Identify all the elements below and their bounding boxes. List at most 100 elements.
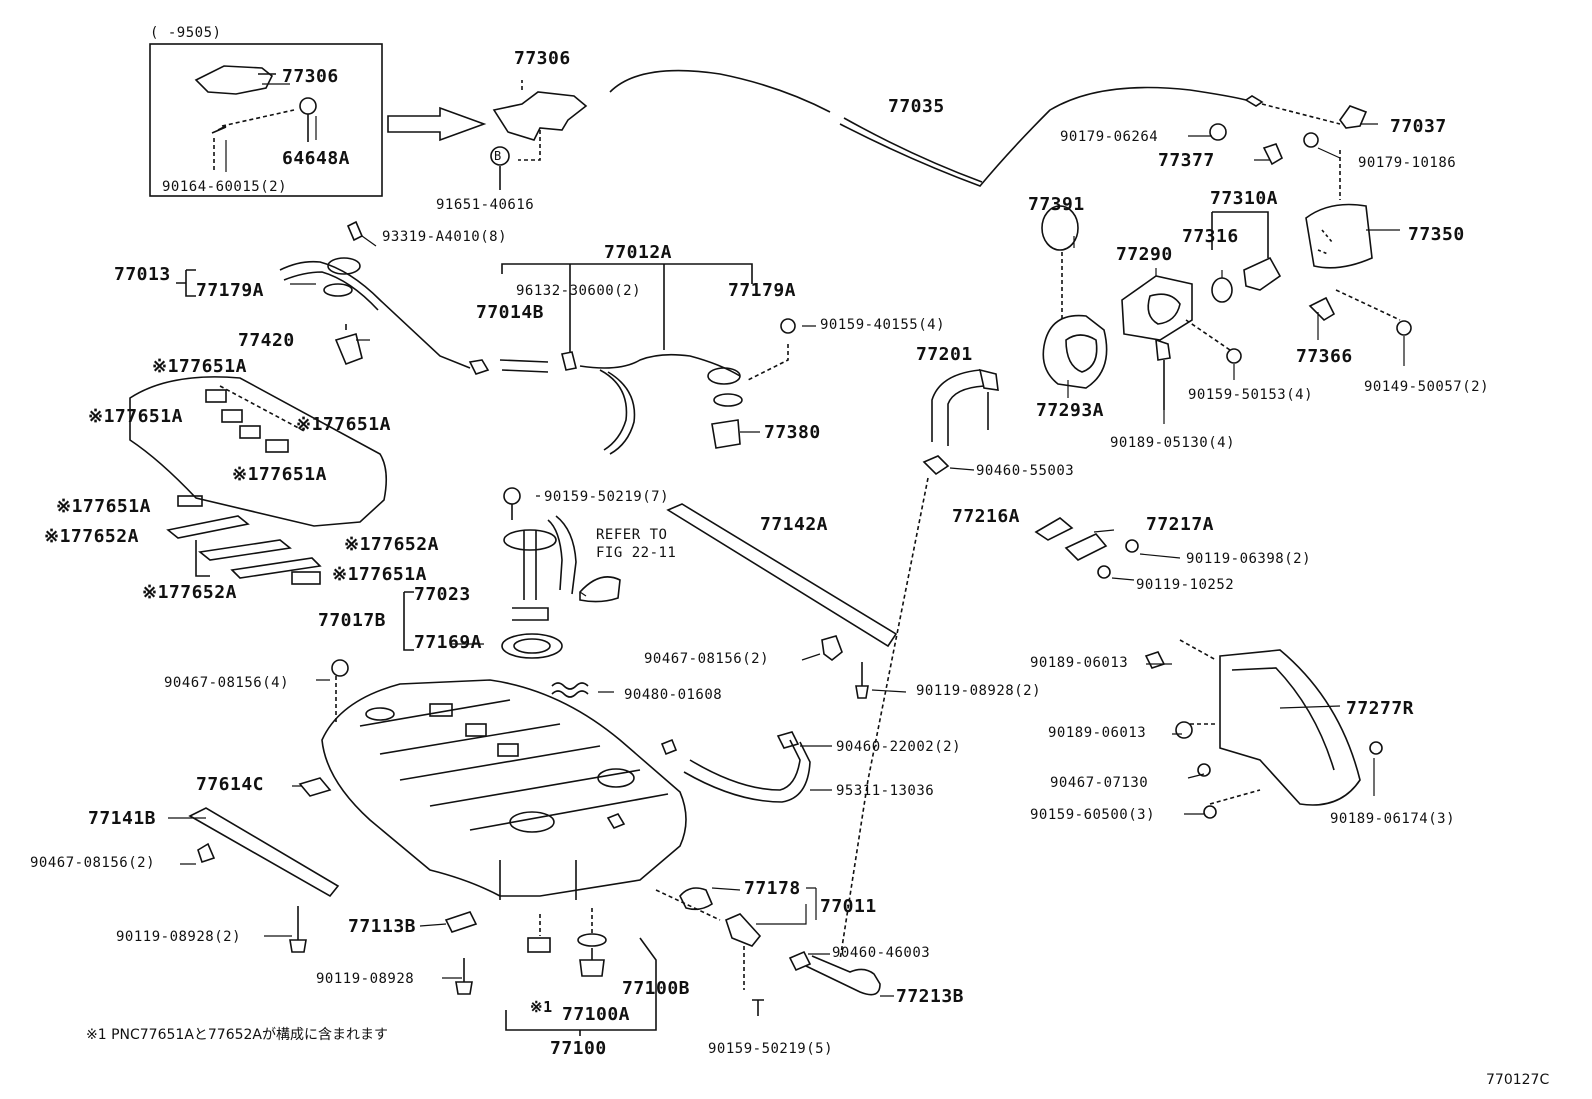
inset-range-label: ( -9505) (150, 25, 222, 41)
part-label-77100A[interactable]: 77100A (562, 1004, 631, 1025)
marker-b-circle (490, 146, 510, 166)
part-label-77651A-3[interactable]: ※177651A (296, 414, 391, 435)
part-label-77023[interactable]: 77023 (414, 584, 471, 605)
tank-cover-part (129, 376, 388, 527)
part-label-90119-08928-2a[interactable]: 90119-08928(2) (916, 683, 1042, 699)
part-label-93319-A4010[interactable]: 93319-A4010(8) (382, 229, 508, 245)
part-label-64648A[interactable]: 64648A (282, 148, 351, 169)
cable-part-2 (839, 86, 1247, 187)
part-label-90119-08928-2b[interactable]: 90119-08928(2) (116, 929, 242, 945)
part-label-90189-06013-a[interactable]: 90189-06013 (1030, 655, 1129, 671)
part-label-77141B[interactable]: 77141B (88, 808, 157, 829)
part-label-77391[interactable]: 77391 (1028, 194, 1085, 215)
part-label-77350[interactable]: 77350 (1408, 224, 1465, 245)
part-label-77017B[interactable]: 77017B (318, 610, 387, 631)
opener-lever-part (492, 91, 588, 141)
part-label-77217A[interactable]: 77217A (1146, 514, 1215, 535)
part-label-90119-08928[interactable]: 90119-08928 (316, 971, 415, 987)
valve-part-2 (711, 419, 741, 449)
part-label-90164-60015[interactable]: 90164-60015(2) (162, 179, 288, 195)
tank-band (188, 807, 340, 898)
part-label-77037[interactable]: 77037 (1390, 116, 1447, 137)
part-label-77651A-1[interactable]: ※177651A (152, 356, 247, 377)
part-label-77178[interactable]: 77178 (744, 878, 801, 899)
part-label-77142A[interactable]: 77142A (760, 514, 829, 535)
part-label-77316[interactable]: 77316 (1182, 226, 1239, 247)
part-label-77380[interactable]: 77380 (764, 422, 821, 443)
part-label-95311-13036[interactable]: 95311-13036 (836, 783, 935, 799)
figure-code: 770127C (1486, 1072, 1550, 1088)
part-label-90159-50219-5[interactable]: 90159-50219(5) (708, 1041, 834, 1057)
part-label-77652A-1[interactable]: ※177652A (44, 526, 139, 547)
part-label-77651A-6[interactable]: ※177651A (332, 564, 427, 585)
marker-b: B (494, 149, 502, 163)
part-label-90159-40155[interactable]: 90159-40155(4) (820, 317, 946, 333)
breather-hose (931, 369, 981, 442)
asterisk-note-marker: ※1 (530, 998, 553, 1016)
part-label-77377[interactable]: 77377 (1158, 150, 1215, 171)
part-label-90119-06398[interactable]: 90119-06398(2) (1186, 551, 1312, 567)
part-label-77310A[interactable]: 77310A (1210, 188, 1279, 209)
part-label-77366[interactable]: 77366 (1296, 346, 1353, 367)
part-label-77013[interactable]: 77013 (114, 264, 171, 285)
part-label-90159-50219-7[interactable]: 90159-50219(7) (544, 489, 670, 505)
pump-tubes (523, 519, 563, 600)
hose-part (579, 353, 741, 377)
part-label-90159-60500[interactable]: 90159-60500(3) (1030, 807, 1156, 823)
part-label-77290[interactable]: 77290 (1116, 244, 1173, 265)
part-label-96132-30600[interactable]: 96132-30600(2) (516, 283, 642, 299)
part-label-77100B[interactable]: 77100B (622, 978, 691, 999)
part-label-77213B[interactable]: 77213B (896, 986, 965, 1007)
part-label-77306[interactable]: 77306 (282, 66, 339, 87)
filler-pipe-part (1121, 275, 1193, 341)
part-label-77179A-left[interactable]: 77179A (196, 280, 265, 301)
part-label-77216A[interactable]: 77216A (952, 506, 1021, 527)
part-label-90460-55003[interactable]: 90460-55003 (976, 463, 1075, 479)
part-label-77652A-3[interactable]: ※177652A (142, 582, 237, 603)
part-label-77014B[interactable]: 77014B (476, 302, 545, 323)
lever-inset-part (194, 65, 274, 95)
part-label-77011[interactable]: 77011 (820, 896, 877, 917)
part-label-77652A-2[interactable]: ※177652A (344, 534, 439, 555)
part-label-91651-40616[interactable]: 91651-40616 (436, 197, 535, 213)
part-label-77277R[interactable]: 77277R (1346, 698, 1415, 719)
part-label-77651A-2[interactable]: ※177651A (88, 406, 183, 427)
gasket-ring (1041, 205, 1079, 251)
part-label-77651A-5[interactable]: ※177651A (56, 496, 151, 517)
refer-note-line1: REFER TO (596, 527, 668, 543)
part-label-90460-22002[interactable]: 90460-22002(2) (836, 739, 962, 755)
part-label-77614C[interactable]: 77614C (196, 774, 265, 795)
part-label-90467-08156-4[interactable]: 90467-08156(4) (164, 675, 290, 691)
part-label-77420[interactable]: 77420 (238, 330, 295, 351)
part-label-77201[interactable]: 77201 (916, 344, 973, 365)
part-label-77100[interactable]: 77100 (550, 1038, 607, 1059)
leader-lines (168, 83, 1405, 997)
part-label-77113B[interactable]: 77113B (348, 916, 417, 937)
footnote: ※1 PNC77651Aと77652Aが構成に含まれます (86, 1027, 389, 1043)
part-label-90467-08156-2a[interactable]: 90467-08156(2) (644, 651, 770, 667)
inset-box (149, 43, 383, 197)
gauge-sender (725, 913, 762, 947)
part-label-90189-06013-b[interactable]: 90189-06013 (1048, 725, 1147, 741)
part-label-77012A[interactable]: 77012A (604, 242, 673, 263)
fuel-lid-part (1305, 203, 1373, 269)
part-label-90480-01608[interactable]: 90480-01608 (624, 687, 723, 703)
part-label-90467-07130[interactable]: 90467-07130 (1050, 775, 1149, 791)
part-label-77169A[interactable]: 77169A (414, 632, 483, 653)
part-label-90159-50153[interactable]: 90159-50153(4) (1188, 387, 1314, 403)
part-label-77306-main[interactable]: 77306 (514, 48, 571, 69)
part-label-90189-05130[interactable]: 90189-05130(4) (1110, 435, 1236, 451)
part-label-77293A[interactable]: 77293A (1036, 400, 1105, 421)
part-label-90189-06174[interactable]: 90189-06174(3) (1330, 811, 1456, 827)
part-label-77179A-right[interactable]: 77179A (728, 280, 797, 301)
arrow-icon (387, 106, 487, 142)
part-label-90179-06264[interactable]: 90179-06264 (1060, 129, 1159, 145)
part-label-90119-10252[interactable]: 90119-10252 (1136, 577, 1235, 593)
part-label-77035[interactable]: 77035 (888, 96, 945, 117)
part-label-90149-50057[interactable]: 90149-50057(2) (1364, 379, 1490, 395)
stay-part (666, 503, 898, 648)
part-label-77651A-4[interactable]: ※177651A (232, 464, 327, 485)
part-label-90179-10186[interactable]: 90179-10186 (1358, 155, 1457, 171)
part-label-90467-08156-2b[interactable]: 90467-08156(2) (30, 855, 156, 871)
part-label-90460-46003[interactable]: 90460-46003 (832, 945, 931, 961)
